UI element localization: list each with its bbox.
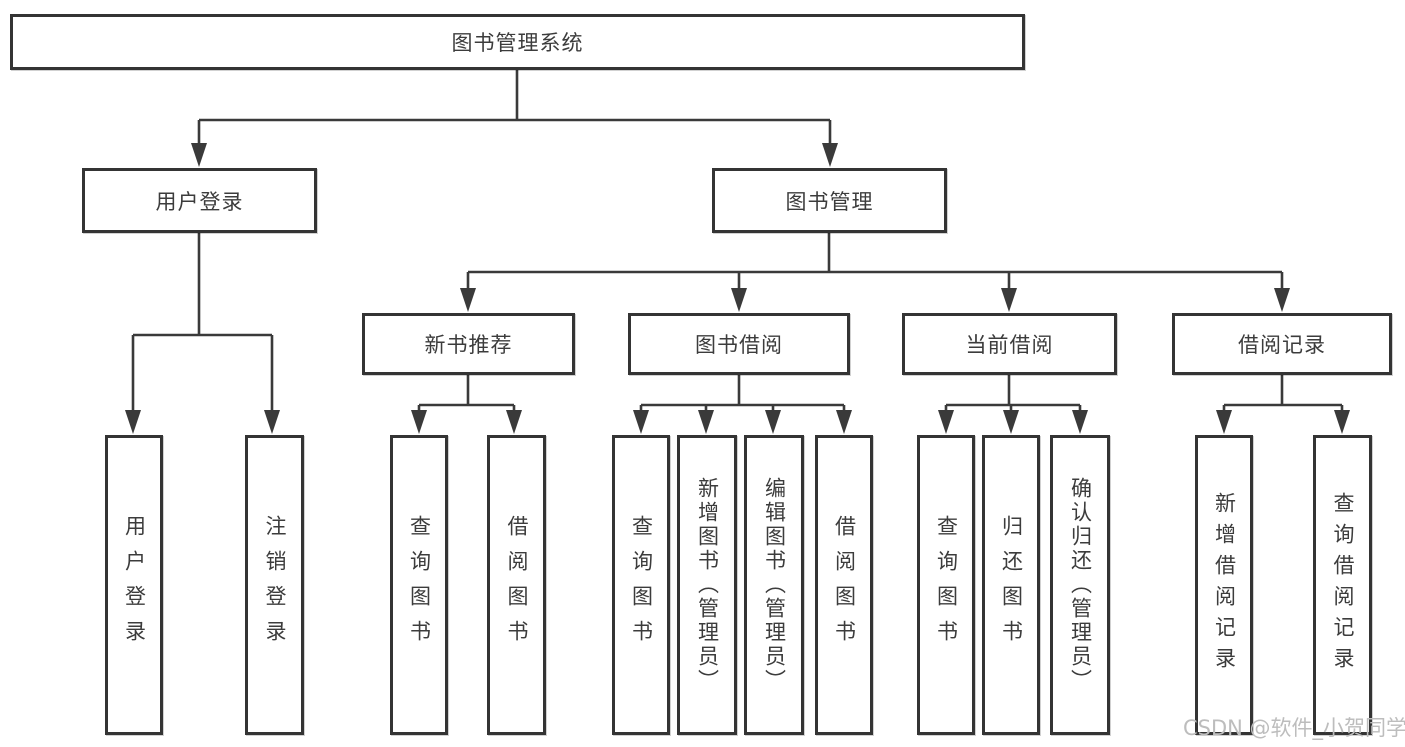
leaf-label: 借阅图书 [832, 515, 857, 655]
node-borrow-records: 借阅记录 [1172, 313, 1392, 375]
leaf-edit-books-admin: 编辑图书（管理员） [744, 435, 804, 735]
leaf-label: 查询借阅记录 [1331, 492, 1355, 678]
leaf-confirm-return-admin: 确认归还（管理员） [1050, 435, 1110, 735]
arrowhead-icons [125, 143, 1350, 434]
node-current-borrow: 当前借阅 [902, 313, 1117, 375]
leaf-label: 新增借阅记录 [1212, 492, 1237, 678]
leaf-label: 用户登录 [122, 515, 147, 655]
leaf-query-books-current: 查询图书 [917, 435, 975, 735]
leaf-query-borrow-record: 查询借阅记录 [1313, 435, 1372, 735]
leaf-label: 查询图书 [934, 515, 959, 655]
leaf-query-books-borrow: 查询图书 [612, 435, 670, 735]
leaf-return-books: 归还图书 [982, 435, 1040, 735]
leaf-label: 确认归还（管理员） [1068, 477, 1093, 693]
leaf-borrow-books: 借阅图书 [815, 435, 873, 735]
watermark: CSDN @软件_小贺同学 [1183, 716, 1405, 740]
leaf-label: 查询图书 [629, 515, 654, 655]
leaf-query-books-recommend: 查询图书 [390, 435, 448, 735]
leaf-label: 编辑图书（管理员） [762, 477, 787, 693]
leaf-label: 注销登录 [263, 515, 287, 655]
leaf-label: 借阅图书 [505, 515, 529, 655]
leaf-add-borrow-record: 新增借阅记录 [1195, 435, 1253, 735]
node-book-management: 图书管理 [712, 168, 947, 233]
leaf-label: 查询图书 [407, 515, 432, 655]
leaf-add-books-admin: 新增图书（管理员） [677, 435, 737, 735]
leaf-borrow-books-recommend: 借阅图书 [487, 435, 546, 735]
node-root: 图书管理系统 [10, 14, 1025, 70]
leaf-label: 新增图书（管理员） [695, 477, 720, 693]
node-new-book-recommend: 新书推荐 [362, 313, 575, 375]
leaf-user-login: 用户登录 [105, 435, 163, 735]
node-book-borrow: 图书借阅 [628, 313, 850, 375]
leaf-logout: 注销登录 [245, 435, 304, 735]
node-user-login: 用户登录 [82, 168, 317, 233]
leaf-label: 归还图书 [999, 515, 1024, 655]
